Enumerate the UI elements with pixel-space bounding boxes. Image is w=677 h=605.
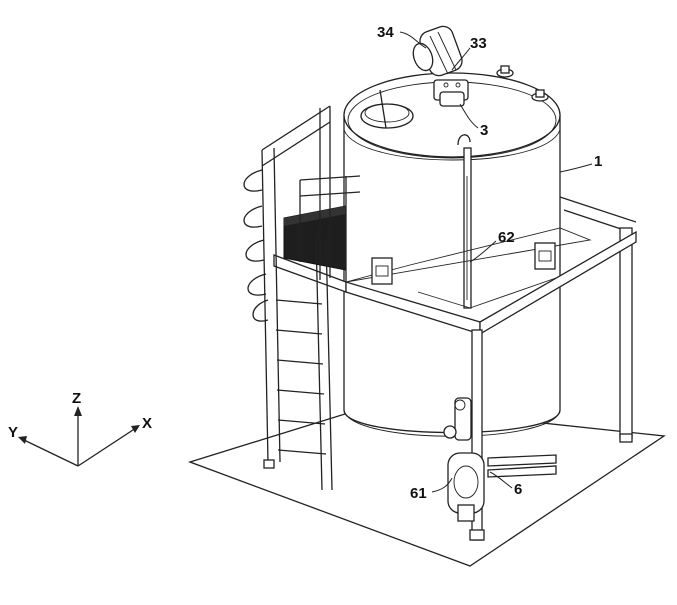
access-ladder <box>243 147 333 491</box>
agitator-motor <box>412 25 469 107</box>
callout-62: 62 <box>498 229 515 246</box>
leader-lines <box>399 31 593 493</box>
frame-rear <box>559 196 637 443</box>
pump-assembly <box>443 397 557 522</box>
frame-front <box>273 227 637 541</box>
callouts: 34 33 3 1 62 61 6 <box>377 24 602 502</box>
operator-platform <box>261 105 361 282</box>
axis-z-label: Z <box>72 390 81 407</box>
callout-3: 3 <box>480 122 488 139</box>
callout-33: 33 <box>470 35 487 52</box>
callout-61: 61 <box>410 485 427 502</box>
callout-34: 34 <box>377 24 394 41</box>
coordinate-axes: Z Y X <box>8 390 152 467</box>
axis-x-label: X <box>142 415 152 432</box>
callout-1: 1 <box>594 153 602 170</box>
floor-plate <box>187 404 666 567</box>
vertical-pipe <box>457 134 472 309</box>
callout-6: 6 <box>514 481 522 498</box>
axis-y-label: Y <box>8 424 18 441</box>
tank-top-fittings <box>360 65 549 129</box>
